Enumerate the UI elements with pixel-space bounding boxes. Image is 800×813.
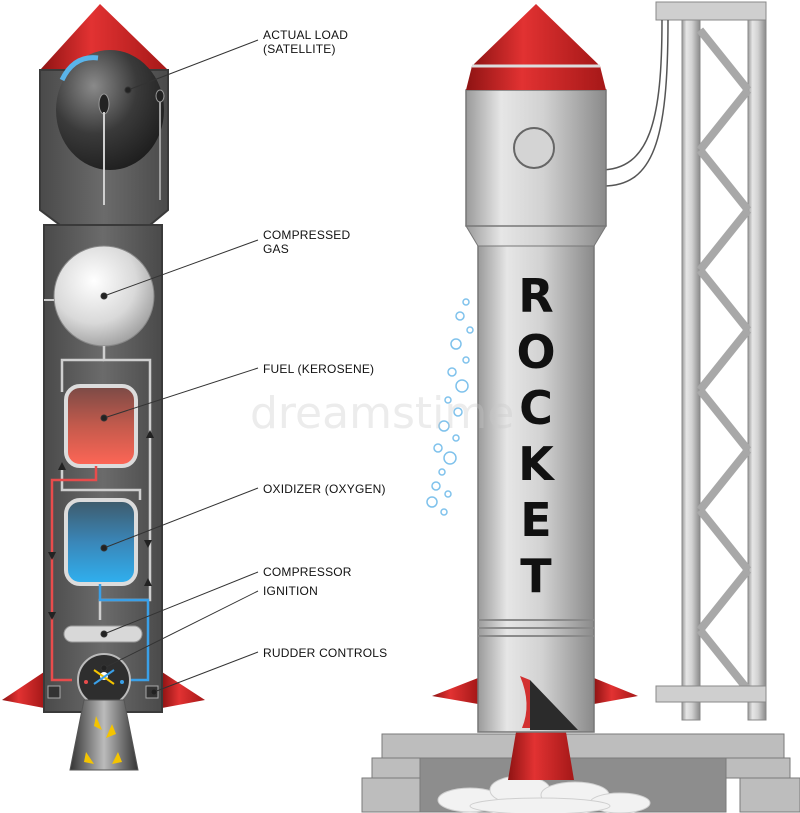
watermark: dreamstime [250,388,514,439]
launch-tower [655,1,767,721]
oxidizer-line [98,584,150,682]
left-fin [2,672,44,708]
side-hatch [530,680,578,730]
flow-arrows [48,430,154,620]
label-ignition: IGNITION [263,584,318,598]
right-fin [162,672,205,708]
rocket-body [477,235,595,733]
rocket-letter: T [520,549,552,603]
truss-brace [696,387,752,453]
ignition-spark [84,669,124,685]
vapor-bubble [438,420,450,432]
rocket-letter: C [519,381,553,435]
rocket-letter: O [516,325,555,379]
satellite [56,50,165,205]
vapor-bubble [453,407,463,417]
rocket-letter: E [520,493,551,547]
truss-brace [696,147,752,213]
vapor-bubble [431,481,441,491]
rocket-letter: K [518,437,556,491]
vapor-bubbles [426,298,474,516]
nose-cone [40,4,168,70]
vapor-bubble [426,496,438,508]
launch-right-fin [594,678,638,704]
truss-brace [696,447,752,513]
vapor-bubble [444,490,452,498]
vapor-bubble [450,338,462,350]
vapor-bubble [462,356,470,364]
vapor-bubble [438,468,446,476]
vapor-bubble [466,326,474,334]
vapor-bubble [455,379,469,393]
oxidizer-tank [64,498,138,586]
label-compressor: COMPRESSOR [263,565,352,579]
engine-bell [508,732,574,780]
umbilical-cable [599,19,663,171]
rudder-control-left [47,685,61,699]
truss-brace [696,507,752,573]
vapor-bubble [452,434,460,442]
porthole [513,127,555,169]
leader-lines [100,39,259,696]
launch-nose-cone [472,4,600,66]
label-rudder-controls: RUDDER CONTROLS [263,646,388,660]
fuel-tank [64,384,138,468]
nozzle [69,699,139,771]
exhaust-smoke [437,775,651,813]
truss-brace [696,207,752,273]
launch-left-fin [432,678,478,704]
vapor-bubble [443,451,457,465]
vapor-bubble [462,298,470,306]
truss-brace [696,267,752,333]
truss-brace [696,627,752,693]
rocket-letter: R [518,269,553,323]
label-oxidizer: OXIDIZER (OXYGEN) [263,482,386,496]
exhaust-flames [84,716,122,764]
truss-brace [696,567,752,633]
label-actual-load: ACTUAL LOAD (SATELLITE) [263,28,349,56]
truss-brace [696,27,752,93]
vapor-bubble [455,311,465,321]
fuel-line [50,466,98,682]
cutaway-rocket [2,4,259,771]
vapor-bubble [433,443,443,453]
vapor-bubble [444,396,452,404]
truss-brace [696,327,752,393]
vapor-bubble [447,367,457,377]
label-fuel: FUEL (KEROSENE) [263,362,375,376]
vapor-bubble [440,508,448,516]
label-compressed-gas: COMPRESSED GAS [263,228,351,256]
truss-brace [696,87,752,153]
